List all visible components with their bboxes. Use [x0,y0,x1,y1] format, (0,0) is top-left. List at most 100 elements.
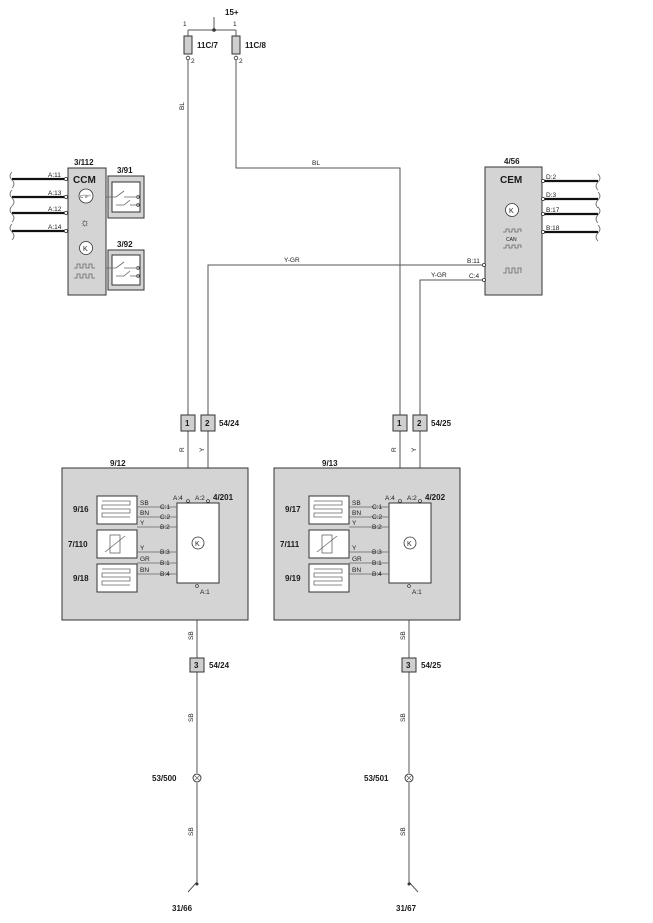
module-pin: B:4 [160,571,170,578]
k-logic-glyph: K [407,541,412,548]
ccm-pins: A:11 A:13 A:12 A:14 [9,171,69,241]
connector-pin: 3 [406,661,411,670]
seat-right-internal-wires: SB BN Y Y GR BN C:1 C:2 B:2 B:3 B:1 B:4 [349,500,389,578]
fuse-pin2: 2 [191,58,195,65]
switch-contacts-icon [106,190,138,206]
ground-icon [408,881,419,893]
switch-3-91: 3/91 [106,166,145,219]
module-pin: A:1 [200,589,210,596]
module-id: 4/202 [425,493,446,502]
connector-label: 54/24 [209,661,230,670]
svg-text:Y: Y [352,545,357,552]
module-pin: A:2 [407,495,417,502]
cem-pin: B:17 [546,207,560,214]
fuse-11c8: 11C/8 2 [231,30,266,65]
module-pin: B:1 [372,560,382,567]
temp-symbol: C°/F° [80,194,91,199]
module-pin: A:4 [385,495,395,502]
wire-label-bl-right: BL [312,160,320,167]
ccm-pin: A:14 [48,224,62,231]
cem-pin-c4: C:4 [469,273,480,280]
svg-text:Y: Y [140,545,145,552]
wire-label-ygr-left: Y-GR [284,257,300,264]
ccm-id: 3/112 [74,158,94,167]
k-logic-icon [505,203,519,217]
ccm-pin: A:11 [48,172,61,179]
can-signal-icon [74,263,95,269]
heater-top-id: 9/16 [73,505,89,514]
sun-sensor-icon: ☼ [80,217,90,229]
fuse-body [231,35,241,55]
seat-body [61,467,249,621]
seat-id: 9/13 [322,459,338,468]
wire-label-r-left: R [179,447,186,452]
ccm-body [67,167,107,296]
wire-label-sb-right-2: SB [400,713,407,722]
module-pin: C:2 [372,514,383,521]
splice-label: 53/501 [364,774,389,783]
wire-label-r-right: R [391,447,398,452]
module-pin: A:4 [173,495,183,502]
switch-3-92: 3/92 [106,240,145,291]
can-signal-icon-2 [74,273,95,279]
module-pin: C:1 [160,504,171,511]
k-logic-icon [403,536,417,550]
wire-ygr-left [207,264,484,415]
wire-label-y-left: Y [199,447,206,452]
pwm-signal-icon [503,267,522,274]
heater-top-id: 9/17 [285,505,301,514]
svg-text:GR: GR [352,556,362,563]
seat-right-9-13: 9/13 4/202 K A:4 A:2 A:1 9/17 7/111 9/19… [273,459,461,621]
ccm-label: CCM [73,175,96,186]
wire-label-sb-left-1: SB [188,631,195,640]
connector-pin: 3 [194,661,199,670]
fuse-pin2: 2 [239,58,243,65]
svg-text:SB: SB [140,500,149,507]
wire-label-y-right: Y [411,447,418,452]
connector-pin: 1 [397,419,402,428]
fuse-11c7: 11C/7 2 [183,30,218,65]
ccm-pin: A:12 [48,206,62,213]
svg-text:BN: BN [352,567,361,574]
connector-pin: 1 [185,419,190,428]
switch-id: 3/91 [117,166,133,175]
module-pin: C:1 [372,504,383,511]
heater-element-icon [308,495,350,525]
ground-right: 53/501 31/67 [364,773,419,913]
wire-ygr-right [419,279,484,415]
cem-label: CEM [500,175,522,186]
connector-label: 54/24 [219,419,240,428]
module-pin: A:2 [195,495,205,502]
module-pin: B:3 [160,549,170,556]
connector-pin: 2 [417,419,422,428]
temperature-sensor-icon [96,529,138,559]
cem-pin: D:2 [546,174,557,181]
fuse-right-pin1: 1 [233,21,237,28]
connector-label: 54/25 [431,419,452,428]
seat-left-internal-wires: SB BN Y Y GR BN C:1 C:2 B:2 B:3 B:1 B:4 [137,500,177,578]
wire-label-bl-left: BL [179,102,186,110]
module-id: 4/201 [213,493,234,502]
heater-element-icon [96,495,138,525]
svg-text:Y: Y [352,520,357,527]
connector-54-25-bottom: 3 54/25 [401,657,442,673]
k-logic-glyph: K [195,541,200,548]
svg-text:BN: BN [140,567,149,574]
temperature-icon [78,188,94,204]
seat-body [273,467,461,621]
wire-label-sb-left-3: SB [188,827,195,836]
k-logic-icon [79,241,93,255]
cem-pin: D:3 [546,192,557,199]
wire-label-sb-right-1: SB [400,631,407,640]
svg-text:BN: BN [140,510,149,517]
ccm-module: 3/112 CCM C°/F° ☼ K A:11 A:13 A:12 A:14 [9,158,145,296]
wire-label-sb-left-2: SB [188,713,195,722]
splice-label: 53/500 [152,774,177,783]
connector-54-24-bottom: 3 54/24 [189,657,230,673]
ccm-pin: A:13 [48,190,62,197]
module-pin: C:2 [160,514,171,521]
switch-contacts-icon [106,261,138,277]
connector-label: 54/25 [421,661,442,670]
seat-id: 9/12 [110,459,126,468]
